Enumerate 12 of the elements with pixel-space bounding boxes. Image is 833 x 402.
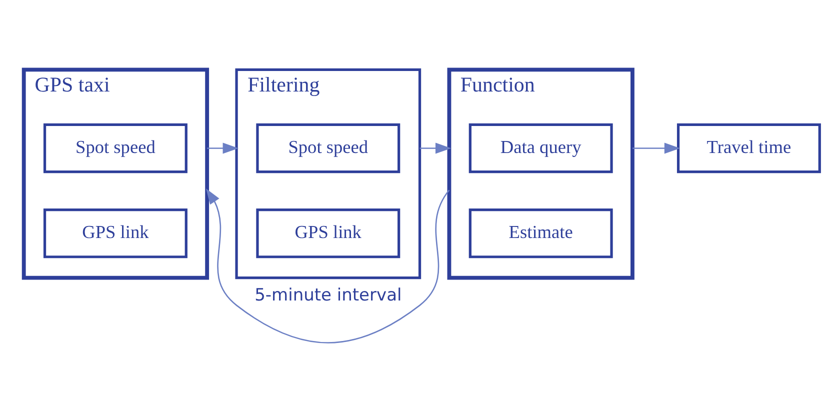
arrow: [420, 142, 452, 154]
node-box: Estimate: [468, 208, 613, 258]
edge-label: 5-minute interval: [254, 286, 402, 306]
node-box: GPS link: [43, 208, 188, 258]
node-box: Travel time: [676, 123, 821, 174]
arrow: [207, 142, 239, 154]
arrow: [632, 142, 680, 154]
node-box: Spot speed: [43, 123, 188, 174]
node-box: Data query: [468, 123, 613, 174]
arrow: [206, 188, 450, 344]
node-box: GPS link: [256, 208, 400, 258]
node-box: Spot speed: [256, 123, 400, 174]
